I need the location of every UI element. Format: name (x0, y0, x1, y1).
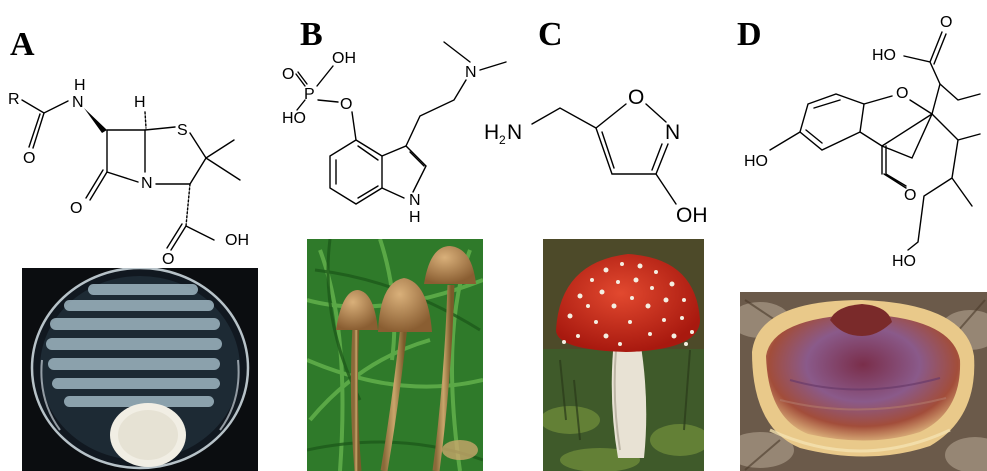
phosphate-bonds (296, 65, 339, 111)
atom-amine-h: H (484, 121, 499, 144)
atom-linking-o: O (340, 96, 352, 113)
pyrrole-ring (381, 145, 427, 199)
atom-acid-ho: HO (872, 47, 896, 64)
atom-nh-h: H (74, 77, 86, 94)
benzene-ring (329, 139, 383, 205)
atom-indole-h: H (409, 209, 421, 226)
atom-amide-o: O (23, 150, 35, 167)
photo-amanita-muscaria (543, 239, 704, 471)
isoxazole-ring (595, 103, 669, 175)
panel-c: C H 2 N O N OH (484, 16, 708, 471)
side-chain (931, 83, 981, 115)
bond (769, 131, 801, 151)
ethyl-chain (405, 79, 467, 147)
carboxyl-bonds (166, 223, 215, 251)
atom-indole-n: N (409, 192, 421, 209)
atom-hydroxyl: OH (676, 204, 708, 227)
atom-nh-n: N (72, 94, 84, 111)
bond (351, 111, 357, 141)
aromatic-bonds (805, 99, 841, 144)
atom-r: R (8, 91, 20, 108)
bond (85, 169, 108, 201)
panel-a: A R N H H S N O O O OH (8, 26, 258, 471)
panel-b: B O P OH HO O N N H (282, 16, 507, 471)
hash-bond (144, 111, 147, 129)
panel-label-b: B (300, 16, 323, 53)
carboxyl-bonds (903, 31, 947, 85)
benzene-ring (799, 93, 865, 151)
atom-ring-n: N (665, 121, 680, 144)
ganoderma-compound-structure: O HO O HO O HO (744, 14, 981, 270)
panel-label-d: D (737, 16, 762, 53)
bond (409, 151, 425, 167)
psilocybin-structure: O P OH HO O N N H (282, 41, 507, 226)
atom-sulfur: S (177, 122, 188, 139)
atom-p-ho: HO (282, 110, 306, 127)
atom-acid-oh: OH (225, 232, 249, 249)
bond (21, 99, 69, 114)
aminomethyl-bonds (531, 107, 597, 129)
cap-warts (562, 262, 694, 346)
methyl-bonds (443, 41, 507, 71)
photo-ganoderma-fungus (740, 292, 987, 471)
penicillin-structure: R N H H S N O O O OH (8, 77, 249, 268)
atom-lactam-o: O (70, 200, 82, 217)
atom-phenol-ho: HO (744, 153, 768, 170)
panel-label-a: A (10, 26, 35, 63)
atom-p-o: O (282, 66, 294, 83)
atom-bottom-ho: HO (892, 253, 916, 270)
aromatic-bonds (335, 145, 379, 199)
atom-ring-h: H (134, 94, 146, 111)
bond (28, 112, 45, 149)
bond (295, 71, 308, 87)
atom-ketone-o: O (904, 187, 916, 204)
atom-phosphorus: P (304, 86, 315, 103)
atom-ring-o: O (628, 86, 644, 109)
beta-lactam-ring (106, 129, 146, 183)
atom-ring-o: O (896, 85, 908, 102)
ketone-bonds (881, 113, 933, 189)
muscimol-structure: H 2 N O N OH (484, 86, 708, 227)
photo-penicillium-culture (22, 268, 258, 471)
atom-amine-n: N (465, 64, 477, 81)
hash-bond (185, 183, 191, 227)
panel-d: D O HO O HO O HO (737, 14, 987, 471)
bond (655, 173, 677, 205)
wedge-bond (84, 108, 107, 133)
atom-lactam-n: N (141, 175, 153, 192)
atom-carbonyl-o: O (940, 14, 952, 31)
panel-label-c: C (538, 16, 563, 53)
photo-psilocybe-mushrooms (307, 239, 483, 471)
methyl-bonds (205, 139, 241, 181)
atom-acid-o: O (162, 251, 174, 268)
aromatic-bonds (601, 131, 663, 171)
atom-p-oh: OH (332, 50, 356, 67)
atom-amine-n: N (507, 121, 522, 144)
thiazolidine-ring (144, 126, 207, 185)
atom-amine-subscript: 2 (499, 133, 506, 147)
alkyl-chain (907, 113, 981, 251)
